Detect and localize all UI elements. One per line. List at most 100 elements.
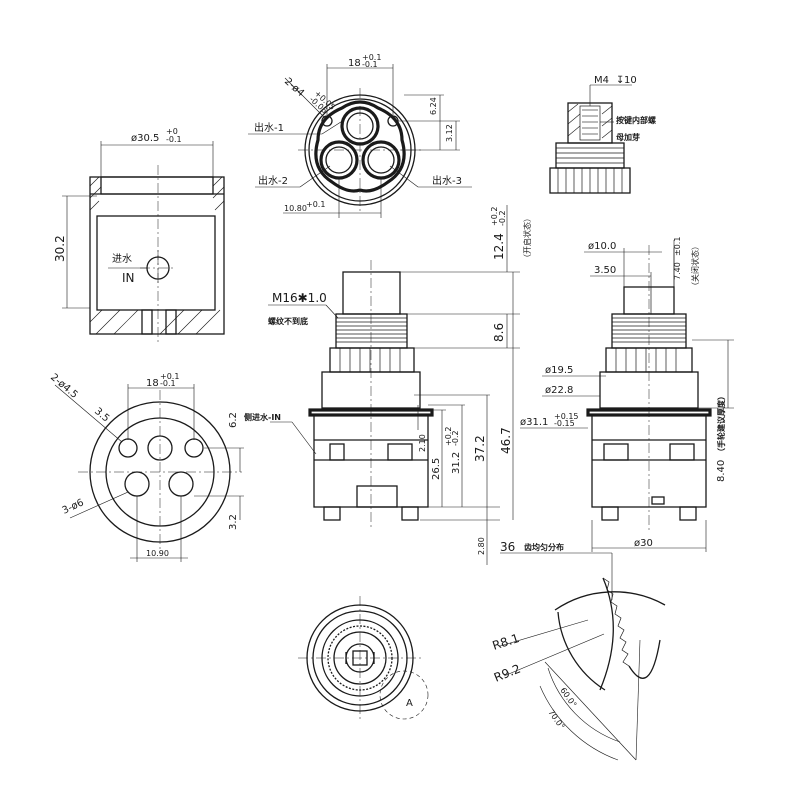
bottom-view: 18 +0.1 -0.1 2-ø4.5 3.5 3-ø6 6.2 3.2 10.… xyxy=(48,372,244,562)
nut-detail: M4 ↧ 10 按键内部螺 母加芽 xyxy=(549,75,656,194)
section-dim-dia: ø30.5 xyxy=(131,133,159,144)
top-label-out3: 出水-3 xyxy=(432,174,462,187)
right-dim-dia2: ø22.8 xyxy=(545,385,573,396)
front-dim-d: 37.2 xyxy=(473,435,487,462)
bottom-dim-bottom: 10.90 xyxy=(146,549,169,558)
right-dim-dia3-tol-up: +0.15 xyxy=(554,412,579,421)
spline-angle1-arc xyxy=(547,667,621,743)
bottom-dim-width-tol-up: +0.1 xyxy=(160,372,179,381)
section-inner-cavity xyxy=(96,215,216,311)
section-dim-dia-tol-up: +0 xyxy=(166,127,178,136)
section-drain-slot-r xyxy=(165,309,177,335)
top-pin-hole-left xyxy=(321,115,333,127)
top-dim-width: 18 xyxy=(348,58,361,69)
bottom-dim-v1: 6.2 xyxy=(228,412,239,428)
front-dim-thread: 8.6 xyxy=(492,323,506,342)
right-window-l xyxy=(603,443,629,461)
front-thread xyxy=(335,313,408,349)
spline-leader-2 xyxy=(635,639,641,761)
right-note-side: （手轮建议厚度） xyxy=(716,392,726,456)
top-trefoil-outline xyxy=(314,100,406,193)
spline-left-arc xyxy=(557,611,606,691)
spline-teeth xyxy=(602,577,630,667)
spline-detail: 60.0° 70.0° R8.1 R9.2 36 齿均匀分布 xyxy=(491,540,666,761)
front-foot-slot xyxy=(356,485,398,508)
top-dim-bottom: 10.80 xyxy=(284,204,307,213)
right-view: ø10.0 3.50 7.40 ±0.1 （关闭状态） ø19.5 ø22.8 … xyxy=(520,237,734,552)
top-dim-width-tol-up: +0.1 xyxy=(362,53,381,62)
spline-angle2-arc xyxy=(539,685,619,761)
front-side-in-leader-b xyxy=(291,421,317,455)
nut-detail-depth: 10 xyxy=(624,75,637,86)
bottom-holes-depth: 3.5 xyxy=(92,406,111,425)
front-note-open: （开启状态） xyxy=(522,214,532,262)
right-dim-dia3-tol-down: -0.15 xyxy=(554,419,575,428)
nut-detail-thread-section xyxy=(555,142,625,169)
section-hatch xyxy=(89,176,225,335)
top-dim-v2: 3.12 xyxy=(445,124,454,142)
section-dim-dia-tol-down: -0.1 xyxy=(166,135,182,144)
right-foot-l xyxy=(601,506,619,521)
spline-teeth-count: 36 xyxy=(500,540,515,554)
right-dim-dia3: ø31.1 xyxy=(520,417,548,428)
spline-right-arc xyxy=(628,639,661,679)
front-dim-stem-tol-down: -0.2 xyxy=(498,210,507,226)
right-dim-body: ø30 xyxy=(634,538,653,549)
top-port-2-inner xyxy=(325,146,353,174)
front-dim-c-tol-up: +0.2 xyxy=(444,427,453,446)
right-dim-flat: 3.50 xyxy=(594,265,616,276)
end-detail-mark: A xyxy=(406,698,413,709)
right-dim-side: 8.40 xyxy=(716,460,727,482)
end-detail-circle xyxy=(379,670,429,720)
right-note-closed: （关闭状态） xyxy=(690,242,700,290)
top-dim-v1: 6.24 xyxy=(429,97,438,115)
front-dim-a: 2.10 xyxy=(418,434,427,452)
top-holes-leader xyxy=(284,77,326,119)
right-dim-flat-h-tol: ±0.1 xyxy=(673,237,682,256)
front-window-r xyxy=(387,443,413,461)
top-port-3-inner xyxy=(367,146,395,174)
front-stem xyxy=(342,271,401,315)
section-label-inlet-en: IN xyxy=(122,271,135,285)
nut-detail-note-line2: 母加芽 xyxy=(616,132,640,142)
right-clip xyxy=(651,496,665,505)
bottom-dim-v2: 3.2 xyxy=(228,514,239,530)
nut-detail-note-line1: 按键内部螺 xyxy=(616,115,656,125)
top-out3-leader-b xyxy=(389,165,419,188)
nut-detail-thread: M4 xyxy=(594,75,609,86)
bottom-hole-r xyxy=(168,471,194,497)
right-dim-stem: ø10.0 xyxy=(588,241,616,252)
front-label-thread: M16✱1.0 xyxy=(272,291,327,305)
front-dim-c-tol-down: -0.2 xyxy=(451,430,460,446)
bottom-holes-leader xyxy=(54,384,123,443)
front-label-side-in: 侧进水-IN xyxy=(244,412,281,422)
bottom-dim-width-tol-down: -0.1 xyxy=(160,379,176,388)
section-dim-height: 30.2 xyxy=(53,235,67,262)
front-dim-c: 31.2 xyxy=(451,452,462,474)
section-view: ø30.5 +0 -0.1 30.2 进水 IN xyxy=(53,127,225,345)
bottom-dim-width: 18 xyxy=(146,378,159,389)
top-label-out1: 出水-1 xyxy=(254,121,284,134)
spline-r-outer: R9.2 xyxy=(492,662,523,685)
section-drain-slot-l xyxy=(141,309,153,335)
front-dim-stem: 12.4 xyxy=(492,233,506,260)
top-label-out2: 出水-2 xyxy=(258,174,288,187)
front-thread-leader-b xyxy=(325,304,339,319)
bottom-pin-hole-r xyxy=(184,438,204,458)
bottom-hole-l xyxy=(124,471,150,497)
front-dim-f: 2.80 xyxy=(477,537,486,555)
nut-detail-depth-symbol: ↧ xyxy=(616,75,624,86)
front-dim-stem-tol-up: +0.2 xyxy=(490,207,499,226)
front-dim-e: 46.7 xyxy=(499,427,513,454)
right-dim-flat-h: 7.40 xyxy=(673,262,682,280)
end-view: A xyxy=(298,596,429,720)
section-label-inlet-cn: 进水 xyxy=(112,253,132,265)
spline-leader-1 xyxy=(544,661,637,761)
top-out1-leader-b xyxy=(321,119,345,135)
front-foot-l xyxy=(323,506,341,521)
front-dim-b: 26.5 xyxy=(431,458,442,480)
top-dim-bottom-tol: +0.1 xyxy=(306,200,325,209)
spline-angle2: 70.0° xyxy=(546,708,566,731)
bottom-holes-label: 2-ø4.5 xyxy=(48,372,80,401)
